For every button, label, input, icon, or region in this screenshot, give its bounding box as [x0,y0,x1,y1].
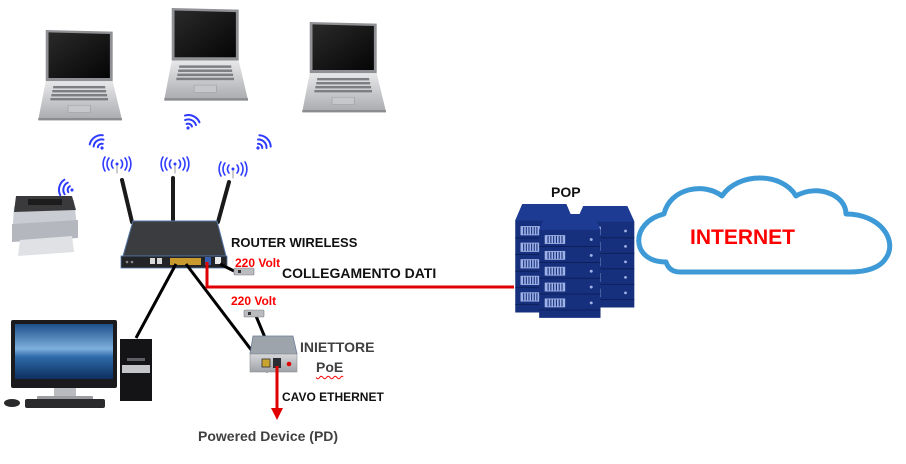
wifi-beam-icon [86,131,111,155]
cloud-icon [636,175,893,275]
wifi-beam-icon [250,132,274,156]
router-label: ROUTER WIRELESS [231,235,358,250]
wifi-signal-icon [160,156,190,174]
data-link-label: COLLEGAMENTO DATI [282,265,437,281]
pop-label: POP [551,184,581,200]
power-plug-icon [233,267,255,276]
power-plug-icon [243,309,265,318]
printer-icon [12,196,78,256]
server-rack-icon [514,203,635,319]
injector-label-line1: INIETTORE [300,339,375,355]
laptop-icon [163,7,249,102]
router-power-label: 220 Volt [235,256,281,270]
wifi-signal-icon [102,156,132,174]
powered-device-label: Powered Device (PD) [198,428,339,444]
wifi-beam-icon [179,111,202,134]
wifi-beam-icon [56,177,77,200]
poe-injector-icon [249,335,298,373]
ethernet-cables [134,262,270,373]
injector-power-label: 220 Volt [231,294,277,308]
injector-label-line2: PoE [316,359,344,375]
ethernet-cable-label: CAVO ETHERNET [282,390,384,404]
wifi-signal-icon [218,161,248,179]
laptop-icon [301,21,387,113]
router-antennas [120,176,231,224]
wireless-router-icon [120,220,228,269]
desktop-computer-icon [4,320,152,408]
laptop-icon [37,29,123,121]
data-link-cable [205,262,514,289]
internet-label: INTERNET [690,226,795,249]
